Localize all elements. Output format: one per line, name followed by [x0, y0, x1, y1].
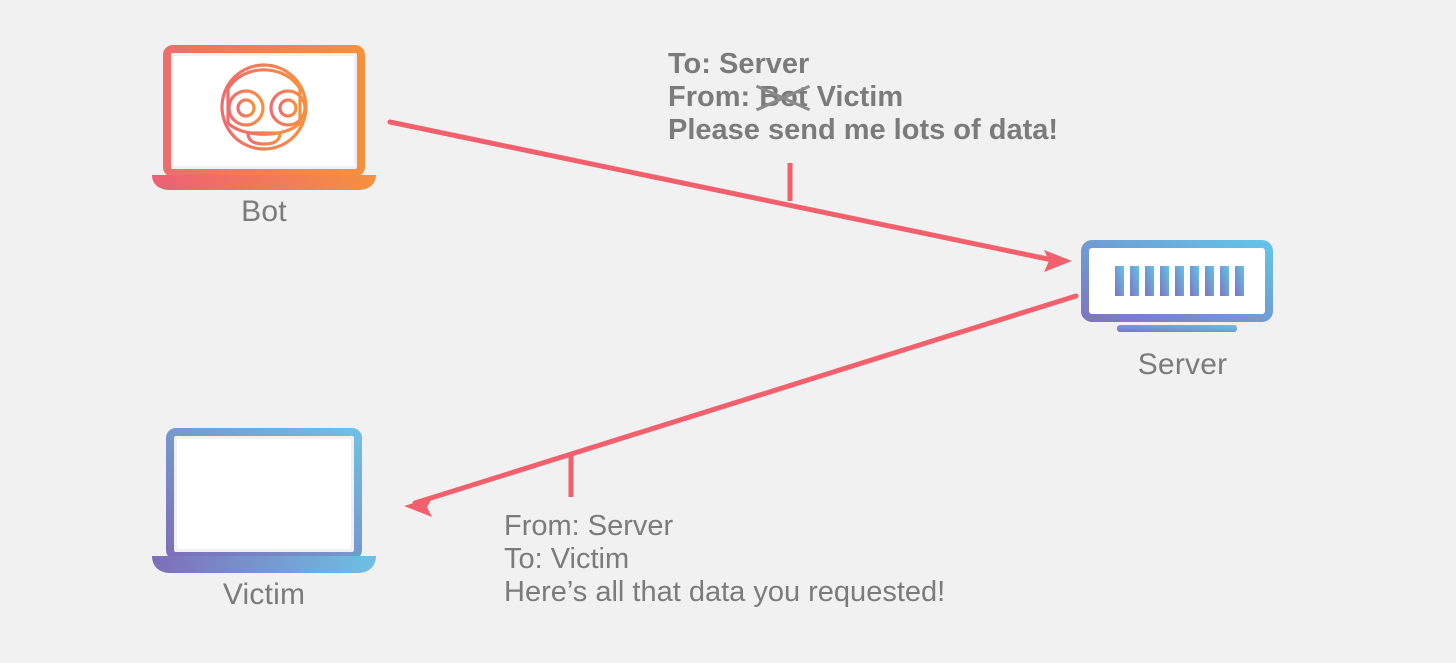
message-response: From: Server To: Victim Here’s all that … [504, 510, 945, 609]
node-victim[interactable]: Victim [150, 428, 378, 633]
node-server[interactable]: Server [1080, 240, 1285, 405]
message-request-from-suffix: Victim [808, 81, 904, 113]
node-bot-label: Bot [241, 195, 287, 228]
robot-face-icon [220, 63, 308, 151]
message-request-from-prefix: From: [668, 81, 759, 113]
server-rack-icon [1081, 240, 1273, 332]
node-bot[interactable]: Bot [150, 45, 378, 245]
crossed-out-bot-text: Bot [756, 81, 811, 114]
message-response-line3: Here’s all that data you requested! [504, 576, 946, 608]
server-to-victim-arrow [404, 293, 1079, 517]
laptop-with-robot-face-icon [152, 45, 376, 190]
message-response-line1: From: Server [504, 510, 674, 542]
message-request-line1: To: Server [668, 48, 810, 80]
message-request: To: Server From: Bot Victim Please send … [668, 48, 1058, 147]
server-stand [1117, 325, 1237, 332]
message-request-line3: Please send me lots of data! [668, 114, 1059, 146]
node-victim-label: Victim [222, 578, 306, 611]
laptop-icon [152, 428, 376, 573]
server-bars [1115, 266, 1244, 296]
message-response-line2: To: Victim [504, 543, 630, 575]
crossed-out-bot-label: Bot [759, 81, 808, 113]
node-server-label: Server [1137, 348, 1228, 381]
message-request-line2: From: Bot Victim [668, 81, 1058, 114]
